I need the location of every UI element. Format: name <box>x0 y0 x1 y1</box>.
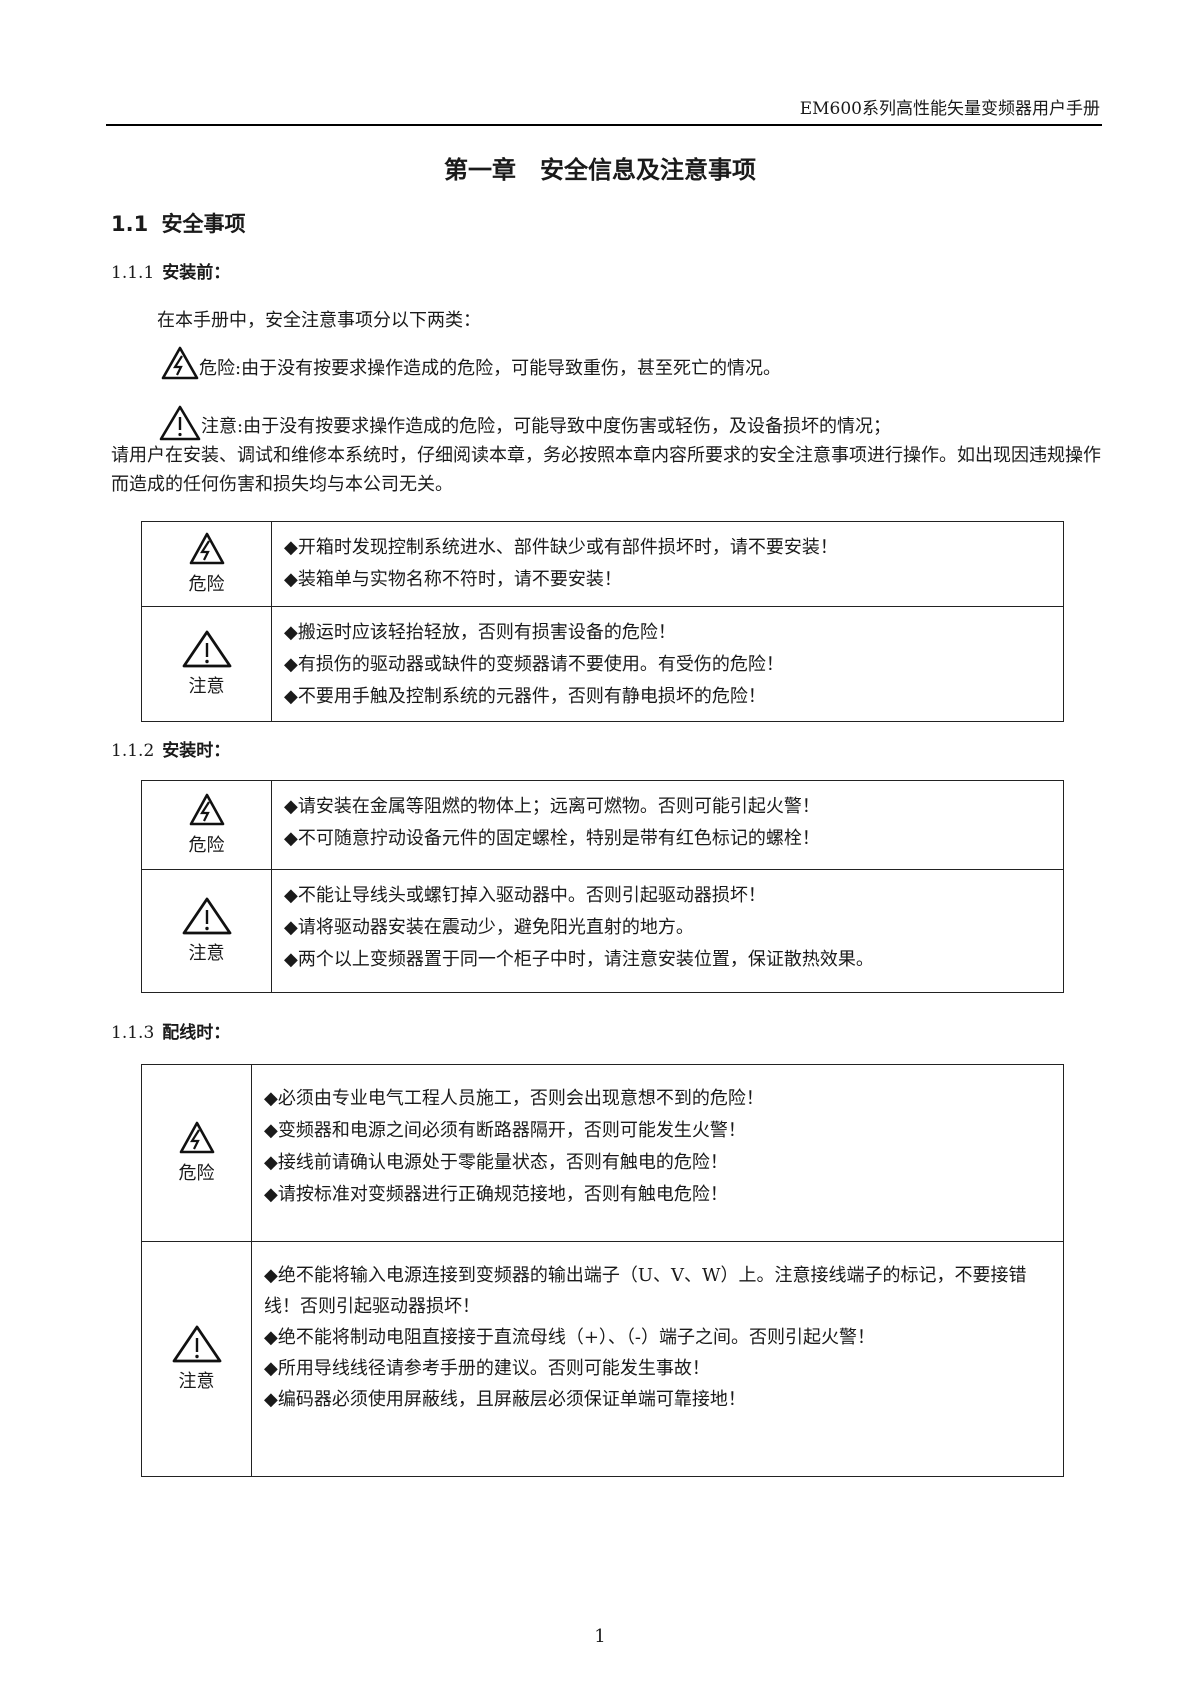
subsection-title: 配线时： <box>162 1023 231 1043</box>
chapter-title: 第一章 安全信息及注意事项 <box>444 156 756 184</box>
list-item: ◆请按标准对变频器进行正确规范接地，否则有触电危险！ <box>264 1184 728 1205</box>
subsection-title: 安装时： <box>162 741 231 761</box>
danger-icon <box>179 1121 214 1154</box>
list-item: ◆绝不能将输入电源连接到变频器的输出端子（U、V、W）上。注意接线端子的标记，不… <box>264 1265 1027 1317</box>
caution-label: 注意 <box>188 943 225 964</box>
caution-label-cell: 注意 <box>141 869 272 993</box>
caution-items: ◆绝不能将输入电源连接到变频器的输出端子（U、V、W）上。注意接线端子的标记，不… <box>251 1241 1064 1477</box>
list-item: ◆有损伤的驱动器或缺件的变频器请不要使用。有受伤的危险！ <box>284 654 784 675</box>
list-item: ◆不要用手触及控制系统的元器件，否则有静电损坏的危险！ <box>284 686 766 707</box>
list-item: ◆编码器必须使用屏蔽线，且屏蔽层必须保证单端可靠接地！ <box>264 1389 746 1410</box>
list-item: ◆两个以上变频器置于同一个柜子中时，请注意安装位置，保证散热效果。 <box>284 949 874 970</box>
list-item: ◆开箱时发现控制系统进水、部件缺少或有部件损坏时，请不要安装！ <box>284 537 838 558</box>
caution-label: 注意 <box>188 676 225 697</box>
danger-row: 危险 ◆开箱时发现控制系统进水、部件缺少或有部件损坏时，请不要安装！ ◆装箱单与… <box>141 521 1064 607</box>
caution-label-cell: 注意 <box>141 1241 252 1477</box>
list-item: ◆接线前请确认电源处于零能量状态，否则有触电的危险！ <box>264 1152 728 1173</box>
caution-row: 注意 ◆绝不能将输入电源连接到变频器的输出端子（U、V、W）上。注意接线端子的标… <box>141 1241 1064 1477</box>
list-item: ◆绝不能将制动电阻直接接于直流母线（+）、（-）端子之间。否则引起火警！ <box>264 1327 876 1348</box>
subsection-number: 1.1.2 <box>111 741 155 761</box>
danger-icon <box>189 793 224 826</box>
list-item: ◆变频器和电源之间必须有断路器隔开，否则可能发生火警！ <box>264 1120 746 1141</box>
danger-label-cell: 危险 <box>141 521 272 607</box>
caution-items: ◆搬运时应该轻抬轻放，否则有损害设备的危险！ ◆有损伤的驱动器或缺件的变频器请不… <box>271 606 1064 722</box>
subsection-heading-2: 1.1.2 安装时： <box>111 736 230 761</box>
danger-definition: 危险:由于没有按要求操作造成的危险，可能导致重伤，甚至死亡的情况。 <box>161 346 781 380</box>
danger-items: ◆请安装在金属等阻燃的物体上；远离可燃物。否则可能引起火警！ ◆不可随意拧动设备… <box>271 780 1064 870</box>
list-item: ◆搬运时应该轻抬轻放，否则有损害设备的危险！ <box>284 622 676 643</box>
danger-items: ◆开箱时发现控制系统进水、部件缺少或有部件损坏时，请不要安装！ ◆装箱单与实物名… <box>271 521 1064 607</box>
safety-table-before-install: 危险 ◆开箱时发现控制系统进水、部件缺少或有部件损坏时，请不要安装！ ◆装箱单与… <box>141 521 1064 722</box>
danger-icon <box>189 532 224 565</box>
caution-icon <box>159 405 201 441</box>
danger-definition-text: 危险:由于没有按要求操作造成的危险，可能导致重伤，甚至死亡的情况。 <box>199 358 782 379</box>
caution-row: 注意 ◆不能让导线头或螺钉掉入驱动器中。否则引起驱动器损坏！ ◆请将驱动器安装在… <box>141 869 1064 993</box>
caution-items: ◆不能让导线头或螺钉掉入驱动器中。否则引起驱动器损坏！ ◆请将驱动器安装在震动少… <box>271 869 1064 993</box>
list-item: ◆不能让导线头或螺钉掉入驱动器中。否则引起驱动器损坏！ <box>284 885 766 906</box>
danger-label-cell: 危险 <box>141 780 272 870</box>
safety-table-during-install: 危险 ◆请安装在金属等阻燃的物体上；远离可燃物。否则可能引起火警！ ◆不可随意拧… <box>141 780 1064 993</box>
list-item: ◆所用导线线径请参考手册的建议。否则可能发生事故！ <box>264 1358 710 1379</box>
page-number: 1 <box>594 1626 606 1647</box>
list-item: ◆不可随意拧动设备元件的固定螺栓，特别是带有红色标记的螺栓！ <box>284 828 820 849</box>
caution-icon <box>172 1325 221 1363</box>
caution-label-cell: 注意 <box>141 606 272 722</box>
section-title: 安全事项 <box>161 212 246 236</box>
caution-definition-text: 注意:由于没有按要求操作造成的危险，可能导致中度伤害或轻伤，及设备损坏的情况； <box>201 416 892 437</box>
subsection-heading-3: 1.1.3 配线时： <box>111 1018 230 1043</box>
safety-table-wiring: 危险 ◆必须由专业电气工程人员施工，否则会出现意想不到的危险！ ◆变频器和电源之… <box>141 1064 1064 1477</box>
subsection-heading-1: 1.1.1 安装前： <box>111 258 230 283</box>
caution-icon <box>182 897 231 935</box>
subsection-number: 1.1.1 <box>111 263 155 283</box>
list-item: ◆装箱单与实物名称不符时，请不要安装！ <box>284 569 622 590</box>
page-header: EM600系列高性能矢量变频器用户手册 <box>106 92 1102 126</box>
subsection-number: 1.1.3 <box>111 1023 155 1043</box>
list-item: ◆请安装在金属等阻燃的物体上；远离可燃物。否则可能引起火警！ <box>284 796 820 817</box>
danger-label: 危险 <box>188 574 225 595</box>
section-heading: 1.1 安全事项 <box>111 208 246 238</box>
subsection-title: 安装前： <box>162 263 231 283</box>
danger-row: 危险 ◆必须由专业电气工程人员施工，否则会出现意想不到的危险！ ◆变频器和电源之… <box>141 1064 1064 1242</box>
section-number: 1.1 <box>111 212 149 236</box>
danger-label: 危险 <box>188 835 225 856</box>
danger-items: ◆必须由专业电气工程人员施工，否则会出现意想不到的危险！ ◆变频器和电源之间必须… <box>251 1064 1064 1242</box>
caution-definition-continued: 请用户在安装、调试和维修本系统时，仔细阅读本章，务必按照本章内容所要求的安全注意… <box>111 445 1101 495</box>
caution-icon <box>182 630 231 668</box>
danger-label: 危险 <box>178 1163 215 1184</box>
danger-icon <box>161 346 199 380</box>
caution-definition: 注意:由于没有按要求操作造成的危险，可能导致中度伤害或轻伤，及设备损坏的情况； … <box>111 405 1106 499</box>
list-item: ◆必须由专业电气工程人员施工，否则会出现意想不到的危险！ <box>264 1088 764 1109</box>
danger-row: 危险 ◆请安装在金属等阻燃的物体上；远离可燃物。否则可能引起火警！ ◆不可随意拧… <box>141 780 1064 870</box>
list-item: ◆请将驱动器安装在震动少，避免阳光直射的地方。 <box>284 917 694 938</box>
caution-row: 注意 ◆搬运时应该轻抬轻放，否则有损害设备的危险！ ◆有损伤的驱动器或缺件的变频… <box>141 606 1064 722</box>
intro-text: 在本手册中，安全注意事项分以下两类： <box>157 310 481 331</box>
manual-title: EM600系列高性能矢量变频器用户手册 <box>799 99 1100 119</box>
caution-label: 注意 <box>178 1371 215 1392</box>
danger-label-cell: 危险 <box>141 1064 252 1242</box>
